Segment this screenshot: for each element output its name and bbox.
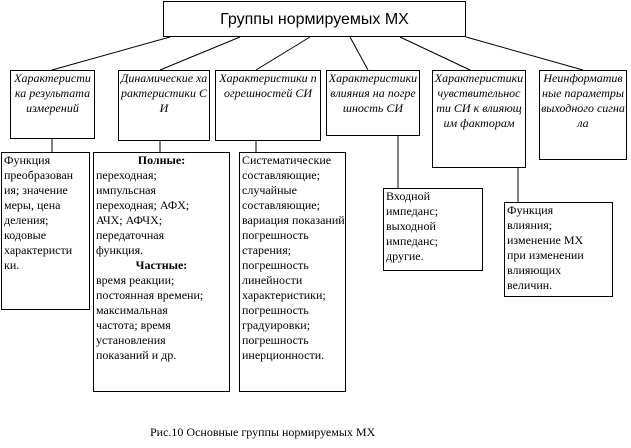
- detail-line: постоянная времени;: [96, 288, 204, 302]
- detail-line: инерционности.: [242, 348, 325, 362]
- details-sensitivity: Функция влияния; изменение МХ при измене…: [504, 202, 613, 297]
- category-sensitivity: Характеристики чувствительности СИ к вли…: [432, 70, 526, 168]
- detail-line: вариация показаний;: [242, 213, 346, 227]
- detail-line: погрешность: [242, 303, 309, 317]
- detail-line: преобразован: [4, 168, 74, 182]
- detail-line: погрешность: [242, 333, 309, 347]
- detail-line: Функция: [4, 153, 51, 167]
- detail-line: Входной: [386, 189, 430, 203]
- detail-line: Функция: [507, 203, 554, 217]
- category-measurement-result: Характеристика результата измерений: [10, 70, 95, 139]
- detail-line: величин.: [507, 278, 553, 292]
- category-influence: Характеристики влияния на погрешность СИ: [326, 70, 420, 136]
- connector-2: [159, 36, 241, 71]
- detail-line: изменение МХ: [507, 233, 584, 247]
- detail-line: меры, цена: [4, 198, 61, 212]
- detail-line: случайные: [242, 183, 297, 197]
- detail-line: градуировки;: [242, 318, 311, 332]
- detail-line: кодовые: [4, 228, 47, 242]
- connector-1: [51, 36, 171, 71]
- detail-line: другие.: [386, 249, 424, 263]
- details-influence: Входной импеданс; выходной импеданс; дру…: [383, 188, 483, 271]
- detail-line: старения;: [242, 243, 292, 257]
- detail-line: погрешность: [242, 228, 309, 242]
- category-noninformative: Неинформативные параметры выходного сигн…: [539, 70, 627, 160]
- detail-line: время реакции;: [96, 273, 175, 287]
- detail-line: АЧХ; АФЧХ;: [96, 213, 163, 227]
- detail-line: частота; время: [96, 318, 171, 332]
- detail-line: импеданс;: [386, 204, 439, 218]
- detail-line: составляющие;: [242, 198, 320, 212]
- figure-caption: Рис.10 Основные группы нормируемых МХ: [150, 425, 376, 439]
- detail-line: погрешность: [242, 258, 309, 272]
- detail-line: функция.: [96, 243, 144, 257]
- detail-line: деления;: [4, 213, 49, 227]
- category-errors: Характеристики погрешностей СИ: [215, 70, 321, 141]
- details-dynamic: Полные: переходная; импульсная переходна…: [93, 152, 230, 392]
- connector-6: [465, 36, 584, 71]
- full-heading: Полные:: [137, 153, 186, 167]
- details-errors: Систематические составляющие; случайные …: [239, 152, 346, 392]
- detail-line: переходная;: [96, 168, 157, 182]
- detail-line: максимальная: [96, 303, 168, 317]
- detail-line: характеристи: [4, 243, 73, 257]
- detail-line: установления: [96, 333, 166, 347]
- detail-line: линейности: [242, 273, 303, 287]
- details-measurement-result: Функция преобразован ия; значение меры, …: [1, 152, 90, 310]
- detail-line: характеристики;: [242, 288, 326, 302]
- detail-line: при изменении: [507, 248, 584, 262]
- detail-line: импульсная: [96, 183, 156, 197]
- detail-line: импеданс;: [386, 234, 439, 248]
- detail-line: ки.: [4, 258, 20, 272]
- connector-3: [255, 36, 311, 71]
- partial-heading: Частные:: [135, 258, 188, 272]
- detail-line: передаточная: [96, 228, 165, 242]
- detail-line: ия; значение: [4, 183, 68, 197]
- category-dynamic: Динамические характеристики СИ: [118, 70, 210, 141]
- detail-line: составляющие;: [242, 168, 320, 182]
- diagram-title: Группы нормируемых МХ: [163, 1, 466, 37]
- detail-line: выходной: [386, 219, 436, 233]
- detail-line: переходная; АФХ;: [96, 198, 190, 212]
- connector-4: [349, 36, 369, 71]
- detail-line: влияющих: [507, 263, 562, 277]
- detail-line: показаний и др.: [96, 348, 177, 362]
- connector-5: [399, 36, 471, 71]
- detail-line: Систематические: [242, 153, 332, 167]
- detail-line: влияния;: [507, 218, 553, 232]
